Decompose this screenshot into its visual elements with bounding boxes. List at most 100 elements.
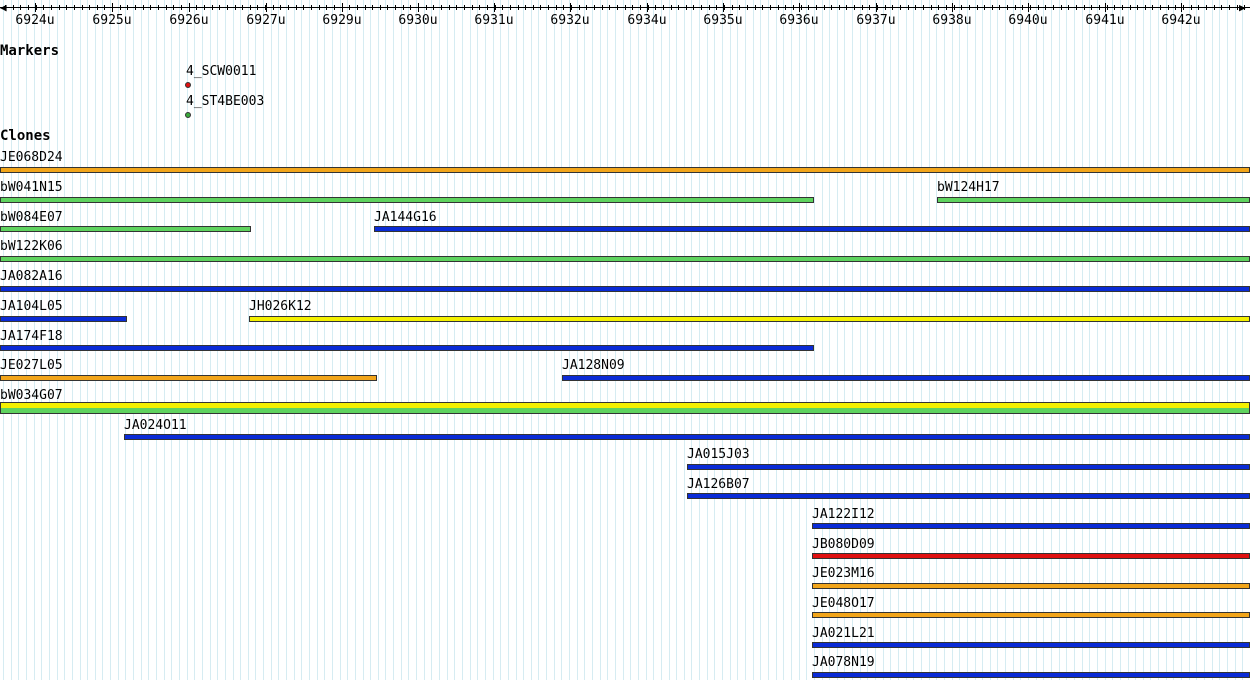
clone-label[interactable]: JA015J03 (687, 447, 750, 462)
clone-bar[interactable] (812, 553, 1250, 559)
ruler-minor-tick (296, 5, 297, 10)
clone-bar[interactable] (0, 345, 814, 351)
ruler-minor-tick (441, 5, 442, 10)
grid-line (508, 0, 509, 680)
ruler-minor-tick (1015, 5, 1016, 10)
ruler-minor-tick (716, 5, 717, 10)
clone-label[interactable]: JA104L05 (0, 299, 63, 314)
ruler-right-arrow-icon[interactable]: ▶ (1239, 1, 1246, 14)
clone-bar[interactable] (0, 402, 1250, 414)
clone-label[interactable]: bW124H17 (937, 180, 1000, 195)
clone-bar[interactable] (374, 226, 1250, 232)
clone-label[interactable]: bW041N15 (0, 180, 63, 195)
ruler-minor-tick (739, 5, 740, 10)
clone-label[interactable]: JH026K12 (249, 299, 312, 314)
grid-line (340, 0, 341, 680)
ruler-minor-tick (579, 5, 580, 10)
ruler-minor-tick (487, 5, 488, 10)
grid-line (1059, 0, 1060, 680)
ruler-minor-tick (609, 5, 610, 10)
clone-bar[interactable] (687, 464, 1250, 470)
ruler-minor-tick (839, 5, 840, 10)
grid-line (57, 0, 58, 680)
ruler-minor-tick (999, 5, 1000, 10)
ruler-major-tick (1181, 3, 1182, 12)
ruler-major-tick (189, 3, 190, 12)
clone-label[interactable]: JE068D24 (0, 150, 63, 165)
ruler-minor-tick (426, 5, 427, 10)
clone-bar[interactable] (687, 493, 1250, 499)
grid-line (936, 0, 937, 680)
marker-label[interactable]: 4_ST4BE003 (186, 94, 265, 109)
grid-line (133, 0, 134, 680)
ruler-minor-tick (571, 5, 572, 10)
ruler-minor-tick (525, 5, 526, 10)
clone-label[interactable]: JE027L05 (0, 358, 63, 373)
marker-label[interactable]: 4_SCW0011 (186, 64, 257, 79)
grid-line (867, 0, 868, 680)
clone-bar[interactable] (812, 672, 1250, 678)
clone-bar[interactable] (0, 375, 377, 381)
clone-bar[interactable] (0, 226, 251, 232)
clone-bar[interactable] (0, 316, 127, 322)
clone-bar[interactable] (0, 256, 1250, 262)
clone-label[interactable]: JA144G16 (374, 210, 437, 225)
clone-bar[interactable] (812, 612, 1250, 618)
grid-line (584, 0, 585, 680)
marker-dot-icon[interactable] (185, 112, 191, 118)
ruler-minor-tick (143, 5, 144, 10)
clone-bar[interactable] (249, 316, 1250, 322)
ruler-minor-tick (862, 5, 863, 10)
ruler-minor-tick (181, 5, 182, 10)
ruler-minor-tick (816, 5, 817, 10)
clone-label[interactable]: JA126B07 (687, 477, 750, 492)
clone-bar[interactable] (562, 375, 1250, 381)
ruler-major-tick (35, 3, 36, 12)
clone-bar[interactable] (0, 286, 1250, 292)
ruler-left-arrow-icon[interactable]: ◀ (0, 1, 7, 14)
clone-label[interactable]: bW122K06 (0, 239, 63, 254)
clone-bar[interactable] (124, 434, 1250, 440)
grid-line (271, 0, 272, 680)
clone-label[interactable]: JA128N09 (562, 358, 625, 373)
grid-line (64, 0, 65, 680)
ruler-minor-tick (303, 5, 304, 10)
clone-bar[interactable] (812, 642, 1250, 648)
grid-line (194, 0, 195, 680)
ruler-minor-tick (120, 5, 121, 10)
clone-bar[interactable] (0, 167, 1250, 173)
clone-label[interactable]: JA122I12 (812, 507, 875, 522)
grid-line (447, 0, 448, 680)
grid-line (829, 0, 830, 680)
clone-label[interactable]: JB080D09 (812, 537, 875, 552)
ruler-tick-label: 6926u (169, 13, 209, 28)
grid-line (141, 0, 142, 680)
clone-bar[interactable] (937, 197, 1250, 203)
ruler-tick-label: 6931u (474, 13, 514, 28)
clone-label[interactable]: JA082A16 (0, 269, 63, 284)
clone-label[interactable]: JE048O17 (812, 596, 875, 611)
ruler-minor-tick (89, 5, 90, 10)
grid-line (240, 0, 241, 680)
clone-bar[interactable] (812, 523, 1250, 529)
clone-label[interactable]: bW034G07 (0, 388, 63, 403)
clone-label[interactable]: JA021L21 (812, 626, 875, 641)
clone-label[interactable]: JA174F18 (0, 329, 63, 344)
clone-label[interactable]: JA024O11 (124, 418, 187, 433)
clone-bar[interactable] (0, 197, 814, 203)
grid-line (263, 0, 264, 680)
clone-label[interactable]: JE023M16 (812, 566, 875, 581)
clone-label[interactable]: JA078N19 (812, 655, 875, 670)
ruler-minor-tick (104, 5, 105, 10)
grid-line (363, 0, 364, 680)
ruler-minor-tick (127, 5, 128, 10)
ruler-minor-tick (326, 5, 327, 10)
ruler-tick-label: 6942u (1161, 13, 1201, 28)
clone-label[interactable]: bW084E07 (0, 210, 63, 225)
ruler-minor-tick (1145, 5, 1146, 10)
grid-line (531, 0, 532, 680)
clone-bar[interactable] (812, 583, 1250, 589)
marker-dot-icon[interactable] (185, 82, 191, 88)
ruler-minor-tick (801, 5, 802, 10)
ruler-minor-tick (892, 5, 893, 10)
